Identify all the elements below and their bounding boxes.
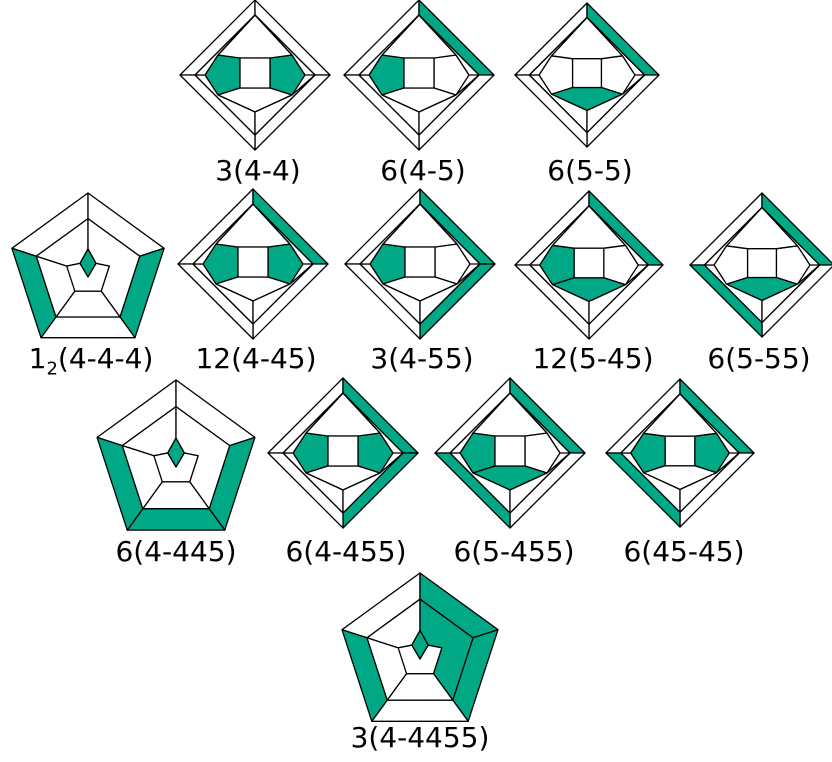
face-bottom-rest2 (419, 263, 481, 325)
face-right-rest (418, 14, 480, 76)
face-bottom-rest (282, 452, 344, 514)
face-bottom-rest2 (586, 74, 646, 134)
label-6-5-55: 6(5-55) (707, 342, 811, 375)
face-left-rest (194, 14, 256, 76)
face-bottom-rest (358, 74, 420, 136)
face-right-rest (509, 392, 571, 454)
face-middle (66, 262, 110, 292)
face-left-rest (282, 392, 344, 454)
face-center (404, 246, 436, 278)
label-6-4-455: 6(4-455) (285, 535, 407, 568)
face-bottom-rest2 (588, 264, 649, 325)
label-subscript: 2 (46, 358, 58, 380)
face-bottom-rest2 (342, 452, 404, 514)
face-left-rest (528, 16, 588, 76)
face-bottom-rest (620, 452, 681, 513)
face-right-rest (679, 393, 740, 454)
face-bottom-rest2 (761, 264, 821, 324)
label-6-5-5: 6(5-5) (547, 154, 633, 187)
face-bottom-rest2 (509, 452, 571, 514)
face-bottom-rest (528, 74, 588, 134)
face-left-rest (192, 203, 254, 265)
label-3-4-55: 3(4-55) (370, 342, 474, 375)
face-right-rest (586, 16, 646, 76)
face-center (571, 58, 603, 89)
face-center (746, 248, 778, 279)
face-right-rest (254, 14, 316, 76)
face-bottom-rest2 (679, 452, 740, 513)
face-left-rest (358, 14, 420, 76)
face-bottom-rest2 (254, 74, 316, 136)
face-center (239, 57, 271, 89)
label-6-5-455: 6(5-455) (453, 535, 575, 568)
face-bottom-rest (449, 452, 511, 514)
face-center (664, 435, 696, 467)
face-bottom-rest (529, 264, 590, 325)
face-right-rest (588, 205, 649, 266)
face-center (403, 57, 435, 89)
face-center (327, 435, 359, 467)
face-bottom-rest (359, 263, 421, 325)
face-bottom-rest (194, 74, 256, 136)
face-left-rest (449, 392, 511, 454)
face-right-rest (419, 203, 481, 265)
label-6-4-5: 6(4-5) (380, 154, 466, 187)
face-bottom-rest2 (252, 263, 314, 325)
label-3-4-4: 3(4-4) (215, 154, 301, 187)
face-left-rest (703, 206, 763, 266)
label-12-4-45: 12(4-45) (195, 342, 317, 375)
label-6-45-45: 6(45-45) (623, 535, 745, 568)
face-center (237, 246, 269, 278)
face-bottom-rest2 (418, 74, 480, 136)
face-center (573, 247, 605, 279)
label-3-4-4455: 3(4-4455) (350, 721, 490, 754)
face-right-rest (761, 206, 821, 266)
face-left-rest (529, 205, 590, 266)
label-1-4-4-4: 12(4-4-4) (28, 342, 154, 380)
face-right-rest (252, 203, 314, 265)
face-center (494, 435, 526, 467)
face-middle (397, 644, 443, 675)
face-right-rest (342, 392, 404, 454)
face-left-rest (359, 203, 421, 265)
label-12-5-45: 12(5-45) (532, 342, 654, 375)
face-bottom-rest (703, 264, 763, 324)
label-6-4-445: 6(4-445) (115, 535, 237, 568)
face-left-rest (620, 393, 681, 454)
face-bottom-rest (192, 263, 254, 325)
face-middle (153, 452, 199, 483)
face-outer-bottom (371, 699, 469, 722)
